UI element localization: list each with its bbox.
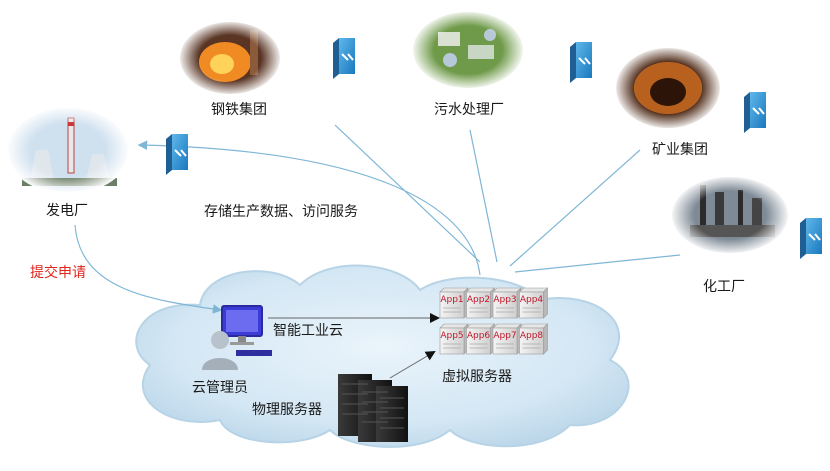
power-plant-photo bbox=[6, 106, 130, 194]
server-rack-icon bbox=[338, 374, 408, 442]
app-label: App6 bbox=[467, 331, 491, 341]
app-label: App8 bbox=[520, 331, 544, 341]
app-label: App1 bbox=[440, 295, 463, 305]
line-to-power bbox=[137, 140, 481, 276]
steel-group-photo bbox=[178, 20, 282, 96]
network-connector-icon bbox=[166, 134, 188, 175]
app-server-8: App8 bbox=[518, 323, 549, 355]
arrow-physical-to-virtual bbox=[389, 350, 436, 379]
app-label: App2 bbox=[467, 295, 490, 305]
line-steel bbox=[334, 124, 481, 263]
label-submit-application: 提交申请 bbox=[30, 265, 86, 281]
app-label: App3 bbox=[493, 295, 516, 305]
mining-group-photo bbox=[614, 46, 722, 130]
label-cloud-admin: 云管理员 bbox=[192, 380, 248, 396]
monitor-icon bbox=[221, 305, 272, 356]
user-icon bbox=[202, 331, 238, 370]
label-virtual-server: 虚拟服务器 bbox=[442, 369, 512, 385]
network-connector-icon bbox=[800, 218, 822, 259]
app-server-2: App2 bbox=[465, 287, 496, 319]
line-chemical bbox=[514, 254, 681, 273]
network-connector-icon bbox=[744, 92, 766, 133]
sewage-plant-photo bbox=[411, 10, 525, 90]
label-storage-access: 存储生产数据、访问服务 bbox=[204, 204, 358, 220]
app-server-7: App7 bbox=[492, 323, 522, 355]
label-chemical-plant: 化工厂 bbox=[703, 279, 745, 295]
line-mining bbox=[509, 149, 641, 267]
network-connector-icon bbox=[570, 42, 592, 83]
connection-lines bbox=[74, 124, 681, 314]
app-server-5: App5 bbox=[439, 323, 469, 355]
label-power-plant: 发电厂 bbox=[46, 203, 88, 219]
network-connector-icon bbox=[333, 38, 355, 79]
line-sewage bbox=[469, 129, 498, 263]
app-server-4: App4 bbox=[518, 287, 549, 319]
app-label: App5 bbox=[440, 331, 463, 341]
chemical-plant-photo bbox=[670, 175, 790, 255]
app-server-1: App1 bbox=[439, 287, 469, 319]
label-steel-group: 钢铁集团 bbox=[211, 102, 267, 118]
app-server-3: App3 bbox=[492, 287, 522, 319]
app-label: App7 bbox=[493, 331, 516, 341]
label-physical-server: 物理服务器 bbox=[252, 402, 322, 418]
line-apply bbox=[74, 224, 223, 314]
app-label: App4 bbox=[520, 295, 544, 305]
app-server-6: App6 bbox=[465, 323, 496, 355]
label-mining-group: 矿业集团 bbox=[652, 142, 708, 158]
label-sewage-plant: 污水处理厂 bbox=[434, 102, 504, 118]
label-intelligent-cloud: 智能工业云 bbox=[273, 323, 343, 339]
